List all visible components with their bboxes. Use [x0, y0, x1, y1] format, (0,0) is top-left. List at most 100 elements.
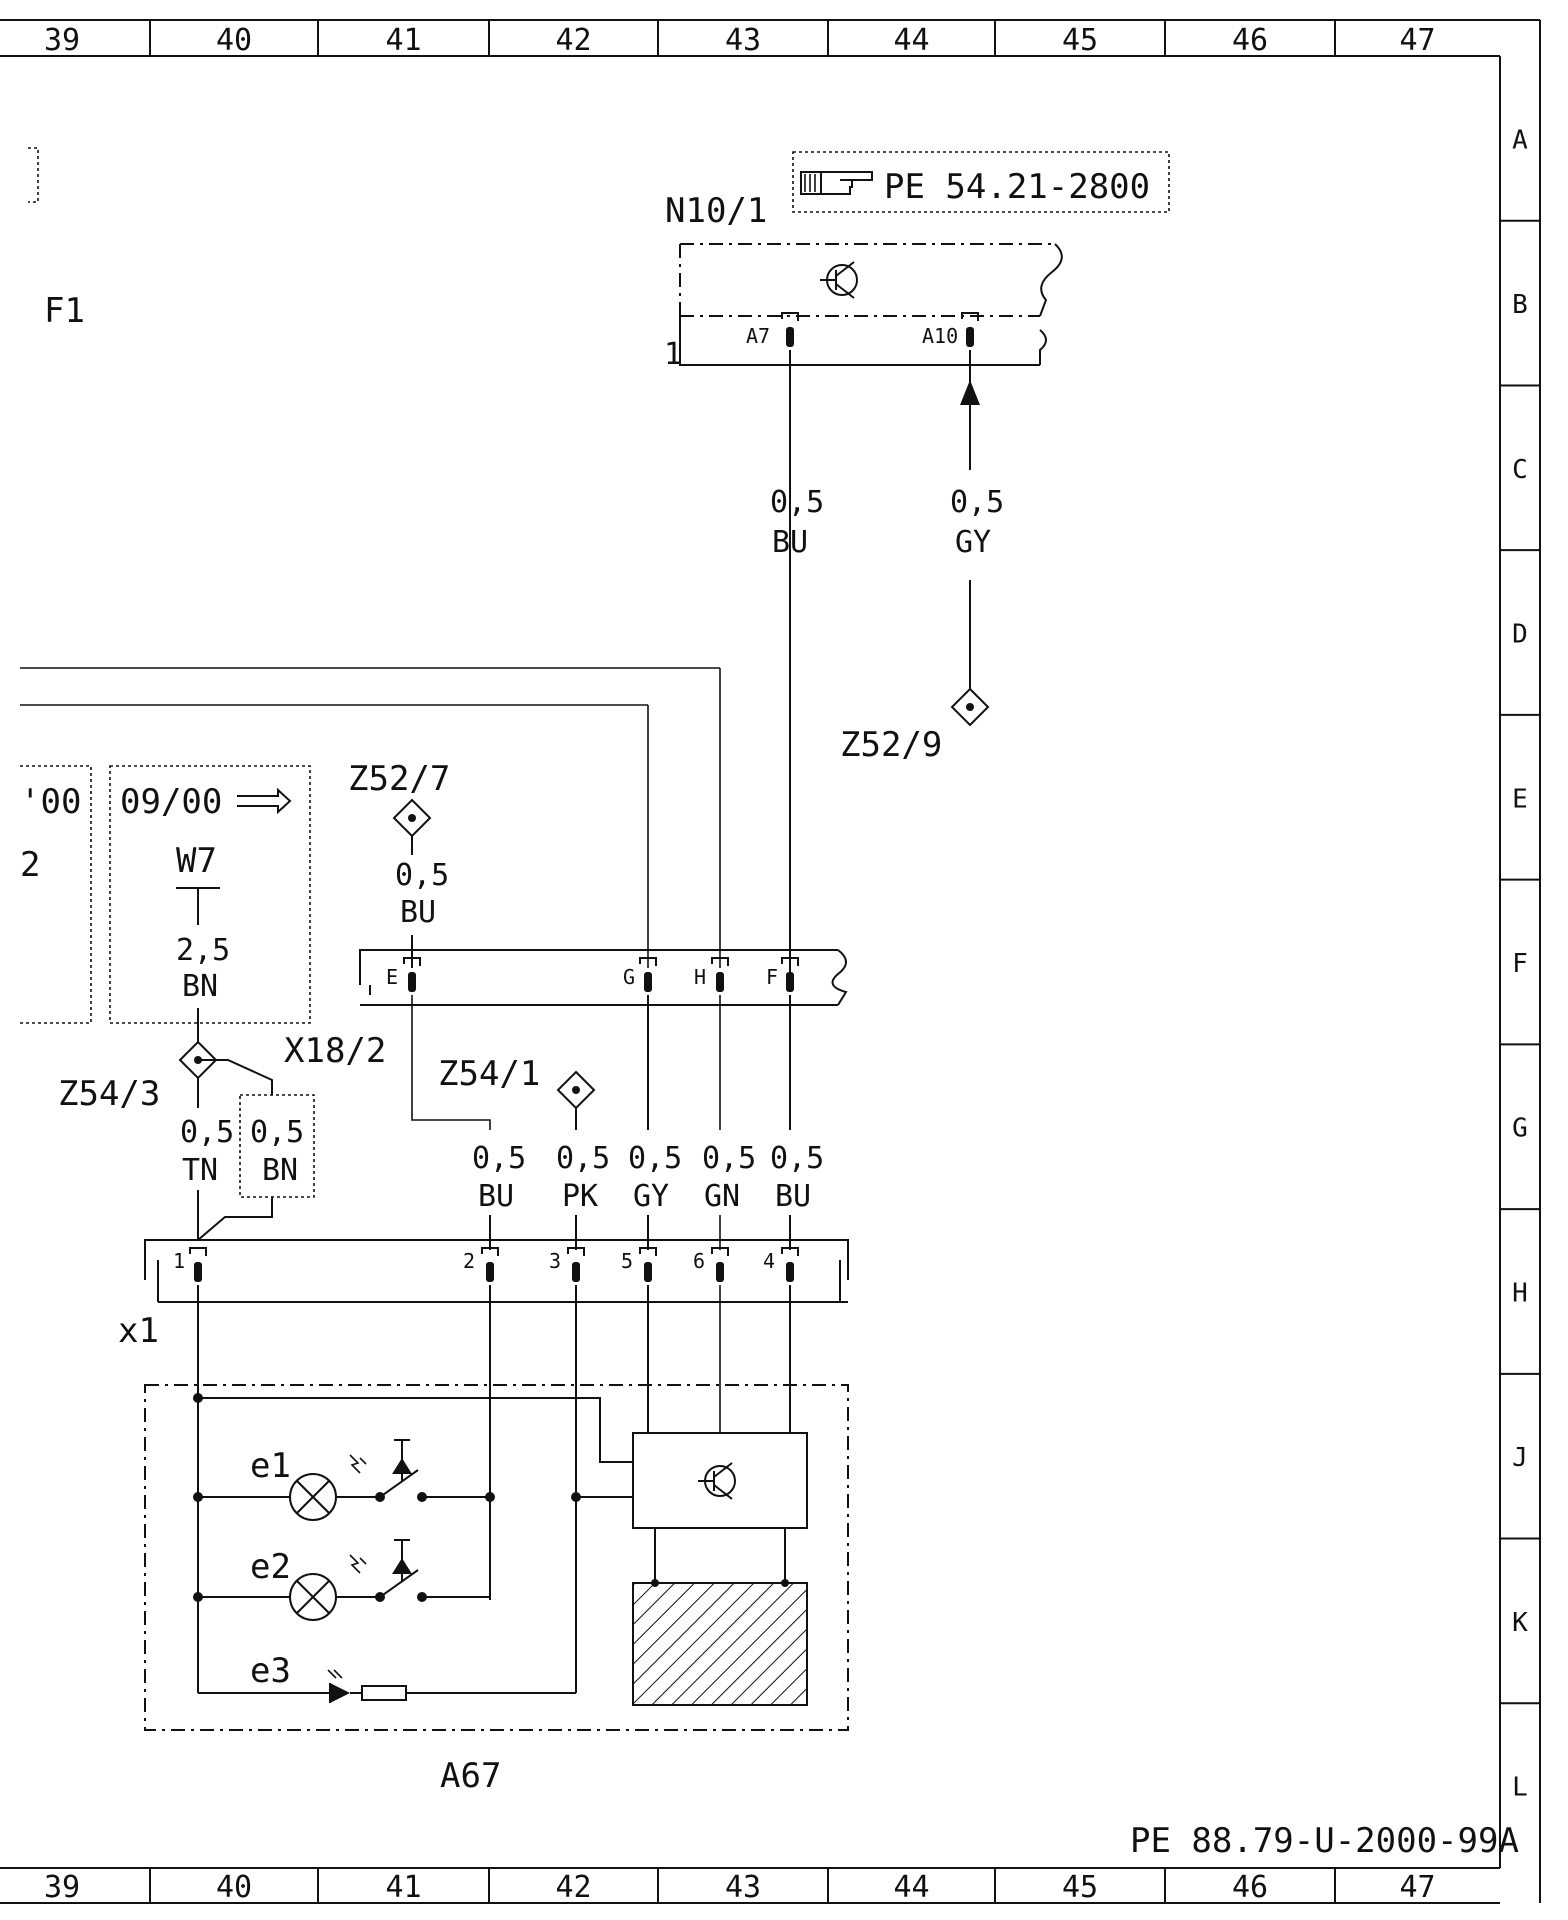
old-version-date: '00: [20, 782, 81, 822]
row-label-J: J: [1512, 1443, 1528, 1473]
row-label-A: A: [1512, 125, 1528, 155]
n10-a10-terminal: [961, 312, 979, 348]
x1-2-terminal: [481, 1247, 499, 1283]
wire-x1-2-color: BU: [478, 1179, 514, 1214]
x18-x1-wires: Z54/1 0,5 BU 0,5 PK 0,5 GY 0,5 GN 0,5 BU: [411, 995, 824, 1250]
z52-7-branch: Z52/7 0,5 BU: [348, 759, 450, 968]
wire-w7-size: 2,5: [176, 933, 230, 968]
wire-w7-color: BN: [182, 969, 218, 1004]
n10-pin-a7: A7: [746, 324, 770, 348]
n10-label: N10/1: [665, 191, 767, 231]
version-date: 09/00: [120, 782, 222, 822]
transistor-icon: [698, 1462, 736, 1500]
drawing-frame: [0, 19, 1541, 1904]
x18-label: X18/2: [284, 1031, 386, 1071]
transistor-icon: [820, 261, 858, 299]
x1-pin-1: 1: [173, 1249, 185, 1273]
row-label-H: H: [1512, 1278, 1528, 1308]
row-label-E: E: [1512, 784, 1528, 814]
x1-connector: 1 2 3 5 6 4 x1: [118, 1239, 849, 1351]
n10-pin-a10: A10: [922, 324, 958, 348]
wire-x1-6-color: GN: [704, 1179, 740, 1214]
column-label-45: 45: [1062, 23, 1098, 58]
row-label-K: K: [1512, 1608, 1528, 1638]
column-label-44: 44: [893, 23, 929, 58]
x1-pin-4: 4: [763, 1249, 775, 1273]
x1-pin-5: 5: [621, 1249, 633, 1273]
row-label-B: B: [1512, 290, 1528, 320]
column-label-47: 47: [1399, 1870, 1435, 1905]
column-label-42: 42: [555, 23, 591, 58]
arrow-right-icon: [237, 787, 292, 815]
column-ruler-bottom: 39 40 41 42 43 44 45 46 47: [44, 1868, 1436, 1905]
reference-box: PE 54.21-2800: [792, 151, 1170, 213]
wire-x1-3-size: 0,5: [556, 1141, 610, 1176]
column-label-45: 45: [1062, 1870, 1098, 1905]
ground-z52-9-icon: [951, 688, 989, 726]
wire-a10-color: GY: [955, 525, 991, 560]
wire-x1-5-color: GY: [633, 1179, 669, 1214]
switch-e2-icon: [349, 1539, 412, 1582]
wire-a10-size: 0,5: [950, 485, 1004, 520]
pointing-hand-icon: [800, 171, 873, 195]
version-box: 09/00 W7 2,5 BN: [109, 765, 311, 1043]
wire-x1-4-color: BU: [775, 1179, 811, 1214]
resistor-icon: [361, 1685, 407, 1701]
wire-z52-7-size: 0,5: [395, 858, 449, 893]
wire-x1-5-size: 0,5: [628, 1141, 682, 1176]
column-label-40: 40: [216, 1870, 252, 1905]
left-fragment: F1 '00 2: [20, 147, 721, 1024]
ground-z54-3-label: Z54/3: [58, 1074, 160, 1114]
row-label-G: G: [1512, 1114, 1528, 1144]
f1-label: F1: [44, 291, 85, 331]
x1-4-terminal: [781, 1247, 799, 1283]
column-label-42: 42: [555, 1870, 591, 1905]
n10-control-unit: N10/1 1 A7 A10: [664, 191, 1063, 372]
column-label-39: 39: [44, 23, 80, 58]
switch-e1-icon: [349, 1439, 412, 1482]
ground-z52-7-icon: [393, 799, 431, 837]
column-label-46: 46: [1232, 23, 1268, 58]
x1-6-terminal: [711, 1247, 729, 1283]
x1-5-terminal: [639, 1247, 657, 1283]
ground-z54-1-label: Z54/1: [438, 1054, 540, 1094]
x18-pin-h: H: [694, 965, 706, 989]
n10-pin-one: 1: [664, 337, 682, 372]
x18-pin-e: E: [386, 965, 398, 989]
wire-z52-7-color: BU: [400, 895, 436, 930]
ground-z54-1-icon: [557, 1071, 595, 1109]
wire-bn-size: 0,5: [250, 1115, 304, 1150]
wire-bn-color: BN: [262, 1153, 298, 1188]
electronics-module: [632, 1432, 808, 1529]
led-e3-icon: [327, 1669, 350, 1703]
column-label-46: 46: [1232, 1870, 1268, 1905]
column-label-43: 43: [725, 1870, 761, 1905]
x18-connector: E G H F: [359, 949, 848, 1006]
old-version-fragment: 2: [20, 845, 40, 885]
e1-label: e1: [250, 1446, 291, 1486]
row-label-D: D: [1512, 620, 1528, 650]
x1-pin-2: 2: [463, 1249, 475, 1273]
row-label-F: F: [1512, 949, 1528, 979]
x1-pin-3: 3: [549, 1249, 561, 1273]
column-label-39: 39: [44, 1870, 80, 1905]
x1-label: x1: [118, 1311, 159, 1351]
wire-a7-size: 0,5: [770, 485, 824, 520]
wire-x1-6-size: 0,5: [702, 1141, 756, 1176]
wire-tn-color: TN: [182, 1153, 218, 1188]
wire-a7: 0,5 BU: [770, 350, 824, 978]
e3-label: e3: [250, 1651, 291, 1691]
x1-1-terminal: [189, 1247, 207, 1283]
x18-pin-f: F: [766, 965, 778, 989]
column-label-43: 43: [725, 23, 761, 58]
x1-3-terminal: [567, 1247, 585, 1283]
column-label-44: 44: [893, 1870, 929, 1905]
drawing-reference: PE 88.79-U-2000-99A: [1130, 1821, 1519, 1861]
x1-pin-6: 6: [693, 1249, 705, 1273]
column-label-41: 41: [385, 1870, 421, 1905]
lamp-e2-icon: [289, 1573, 337, 1621]
a67-label: A67: [440, 1756, 501, 1796]
n10-a7-terminal: [781, 312, 799, 348]
